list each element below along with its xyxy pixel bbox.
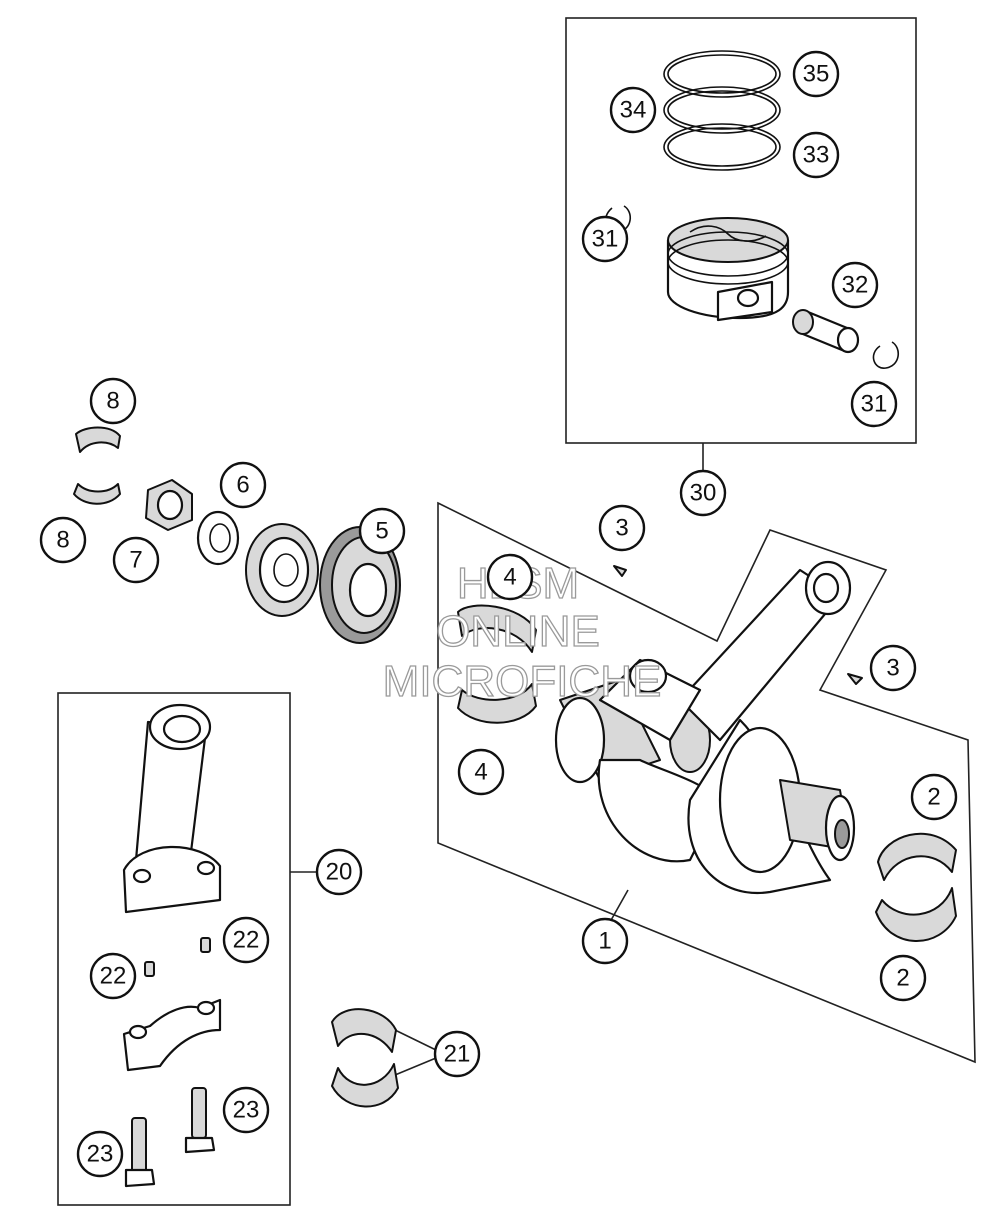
callout-23-left[interactable]: 23 [76, 1130, 124, 1178]
callout-23-right[interactable]: 23 [222, 1086, 270, 1134]
rod-bearing-cap [122, 998, 222, 1072]
woodruff-key-upper [613, 565, 627, 577]
watermark-line-2: ONLINE [436, 607, 600, 656]
callout-7[interactable]: 7 [112, 536, 160, 584]
svg-text:22: 22 [100, 963, 127, 990]
svg-text:3: 3 [886, 655, 899, 682]
leader-lines [290, 443, 704, 1076]
timing-sprocket [245, 523, 319, 617]
callout-4-lower[interactable]: 4 [457, 748, 505, 796]
callout-32[interactable]: 32 [831, 261, 879, 309]
crankshaft-assembly [554, 560, 856, 895]
callout-31-upper[interactable]: 31 [581, 215, 629, 263]
svg-text:20: 20 [326, 859, 353, 886]
piston-ring-34 [663, 86, 781, 134]
connecting-rod-kit-frame [57, 692, 291, 1206]
callout-30[interactable]: 30 [679, 469, 727, 517]
svg-text:5: 5 [375, 518, 388, 545]
piston-ring-35 [663, 50, 781, 98]
bearing-shell-2-upper [877, 832, 957, 881]
primary-gear [319, 526, 401, 644]
svg-text:23: 23 [87, 1141, 114, 1168]
piston-pin [792, 309, 860, 354]
svg-text:33: 33 [803, 142, 830, 169]
svg-text:32: 32 [842, 272, 869, 299]
callout-5[interactable]: 5 [358, 507, 406, 555]
svg-text:8: 8 [106, 388, 119, 415]
svg-text:2: 2 [896, 965, 909, 992]
callout-3-upper[interactable]: 3 [598, 504, 646, 552]
dowel-pin-lower [144, 961, 155, 977]
dowel-pin-upper [200, 937, 211, 953]
circlip-lower [872, 341, 899, 369]
piston-kit-frame [565, 17, 917, 444]
callout-20[interactable]: 20 [315, 848, 363, 896]
callout-3-right[interactable]: 3 [869, 644, 917, 692]
crankshaft-frame [437, 501, 976, 1064]
bearing-shell-4-upper [457, 604, 537, 653]
svg-text:35: 35 [803, 61, 830, 88]
bearing-shell-4-lower [457, 683, 537, 724]
bearing-shell-8-lower [73, 483, 121, 505]
svg-text:4: 4 [474, 759, 487, 786]
callout-33[interactable]: 33 [792, 131, 840, 179]
callout-8-upper[interactable]: 8 [89, 377, 137, 425]
svg-text:34: 34 [620, 97, 647, 124]
svg-text:7: 7 [129, 547, 142, 574]
callout-6[interactable]: 6 [219, 461, 267, 509]
connecting-rod [122, 703, 222, 914]
watermark-line-3: MICROFICHE [383, 657, 662, 706]
callout-21[interactable]: 21 [433, 1030, 481, 1078]
svg-text:4: 4 [503, 564, 516, 591]
callout-2-lower[interactable]: 2 [879, 954, 927, 1002]
svg-text:6: 6 [236, 472, 249, 499]
piston [666, 217, 790, 322]
svg-text:21: 21 [444, 1041, 471, 1068]
callout-2-upper[interactable]: 2 [910, 773, 958, 821]
svg-text:23: 23 [233, 1097, 260, 1124]
svg-text:31: 31 [861, 391, 888, 418]
bearing-shell-8-upper [75, 426, 121, 453]
callout-34[interactable]: 34 [609, 86, 657, 134]
washer [196, 510, 240, 566]
hex-nut [145, 479, 193, 531]
rod-bolt-left [124, 1117, 156, 1188]
svg-text:30: 30 [690, 480, 717, 507]
callout-31-lower[interactable]: 31 [850, 380, 898, 428]
rod-bearing-shell-upper [331, 1008, 397, 1053]
rod-bearing-shell-lower [331, 1063, 399, 1108]
svg-text:2: 2 [927, 784, 940, 811]
piston-ring-33 [663, 123, 781, 171]
svg-text:22: 22 [233, 927, 260, 954]
callout-4-upper[interactable]: 4 [486, 553, 534, 601]
callout-8-lower[interactable]: 8 [39, 516, 87, 564]
bearing-shell-2-lower [875, 887, 957, 942]
callouts: 35 34 33 31 32 31 30 8 8 7 6 5 4 4 3 3 2… [39, 50, 958, 1178]
callout-1[interactable]: 1 [581, 917, 629, 965]
svg-text:31: 31 [592, 226, 619, 253]
svg-text:8: 8 [56, 527, 69, 554]
rod-bolt-right [184, 1087, 216, 1154]
woodruff-key-right [847, 673, 863, 685]
svg-text:3: 3 [615, 515, 628, 542]
callout-22-lower[interactable]: 22 [89, 952, 137, 1000]
callout-35[interactable]: 35 [792, 50, 840, 98]
callout-22-upper[interactable]: 22 [222, 916, 270, 964]
svg-text:1: 1 [598, 928, 611, 955]
